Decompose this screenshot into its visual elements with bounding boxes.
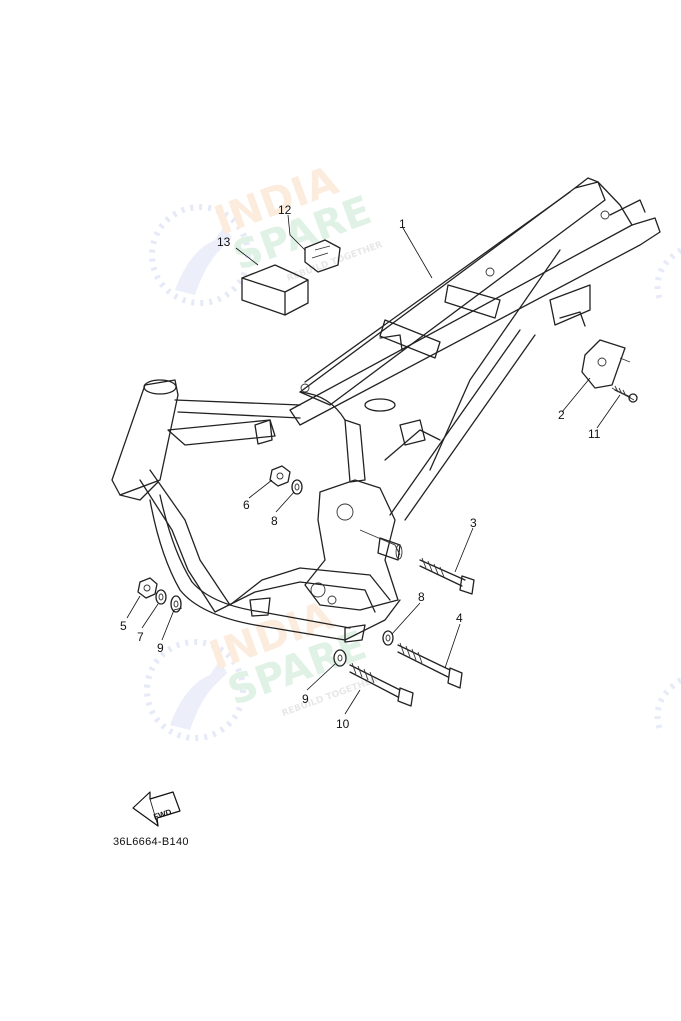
washer-part-9-left — [170, 595, 182, 613]
callout-6: 6 — [243, 498, 250, 512]
bolt-part-10 — [349, 662, 414, 707]
callout-8-upper: 8 — [271, 514, 278, 528]
fwd-arrow-icon: FWD — [132, 791, 181, 827]
washer-part-7 — [155, 589, 167, 605]
screw-part-11 — [611, 385, 638, 403]
callout-8-lower: 8 — [418, 590, 425, 604]
main-frame — [111, 177, 661, 643]
callout-7: 7 — [137, 630, 144, 644]
callout-12: 12 — [278, 203, 292, 217]
callout-4: 4 — [456, 611, 463, 625]
bolt-part-3 — [419, 557, 475, 595]
callout-10: 10 — [336, 717, 350, 731]
callout-13: 13 — [217, 235, 231, 249]
callout-11: 11 — [588, 427, 601, 441]
spacer-sleeve — [377, 537, 403, 561]
watermark-edge-right — [654, 247, 681, 731]
washer-part-8-lower — [382, 630, 394, 646]
callout-9-left: 9 — [157, 641, 164, 655]
callout-9-lower: 9 — [302, 692, 309, 706]
watermark-logo-top: INDIA SPARE REBUILD TOGETHER — [149, 158, 384, 306]
bolt-part-4 — [397, 642, 463, 689]
pad-part-13 — [241, 264, 309, 316]
callout-2: 2 — [558, 408, 565, 422]
bracket-part-2 — [581, 339, 631, 389]
washer-part-8-upper — [291, 479, 303, 495]
clip-part-12 — [304, 239, 341, 273]
drawing-code: 36L6664-B140 — [113, 836, 189, 848]
leader-lines — [126, 214, 621, 715]
nut-part-5 — [137, 577, 158, 599]
nut-part-6 — [269, 465, 291, 487]
washer-part-9-lower — [333, 649, 347, 667]
callout-5: 5 — [120, 619, 127, 633]
callout-1: 1 — [399, 217, 406, 231]
callout-3: 3 — [470, 516, 477, 530]
